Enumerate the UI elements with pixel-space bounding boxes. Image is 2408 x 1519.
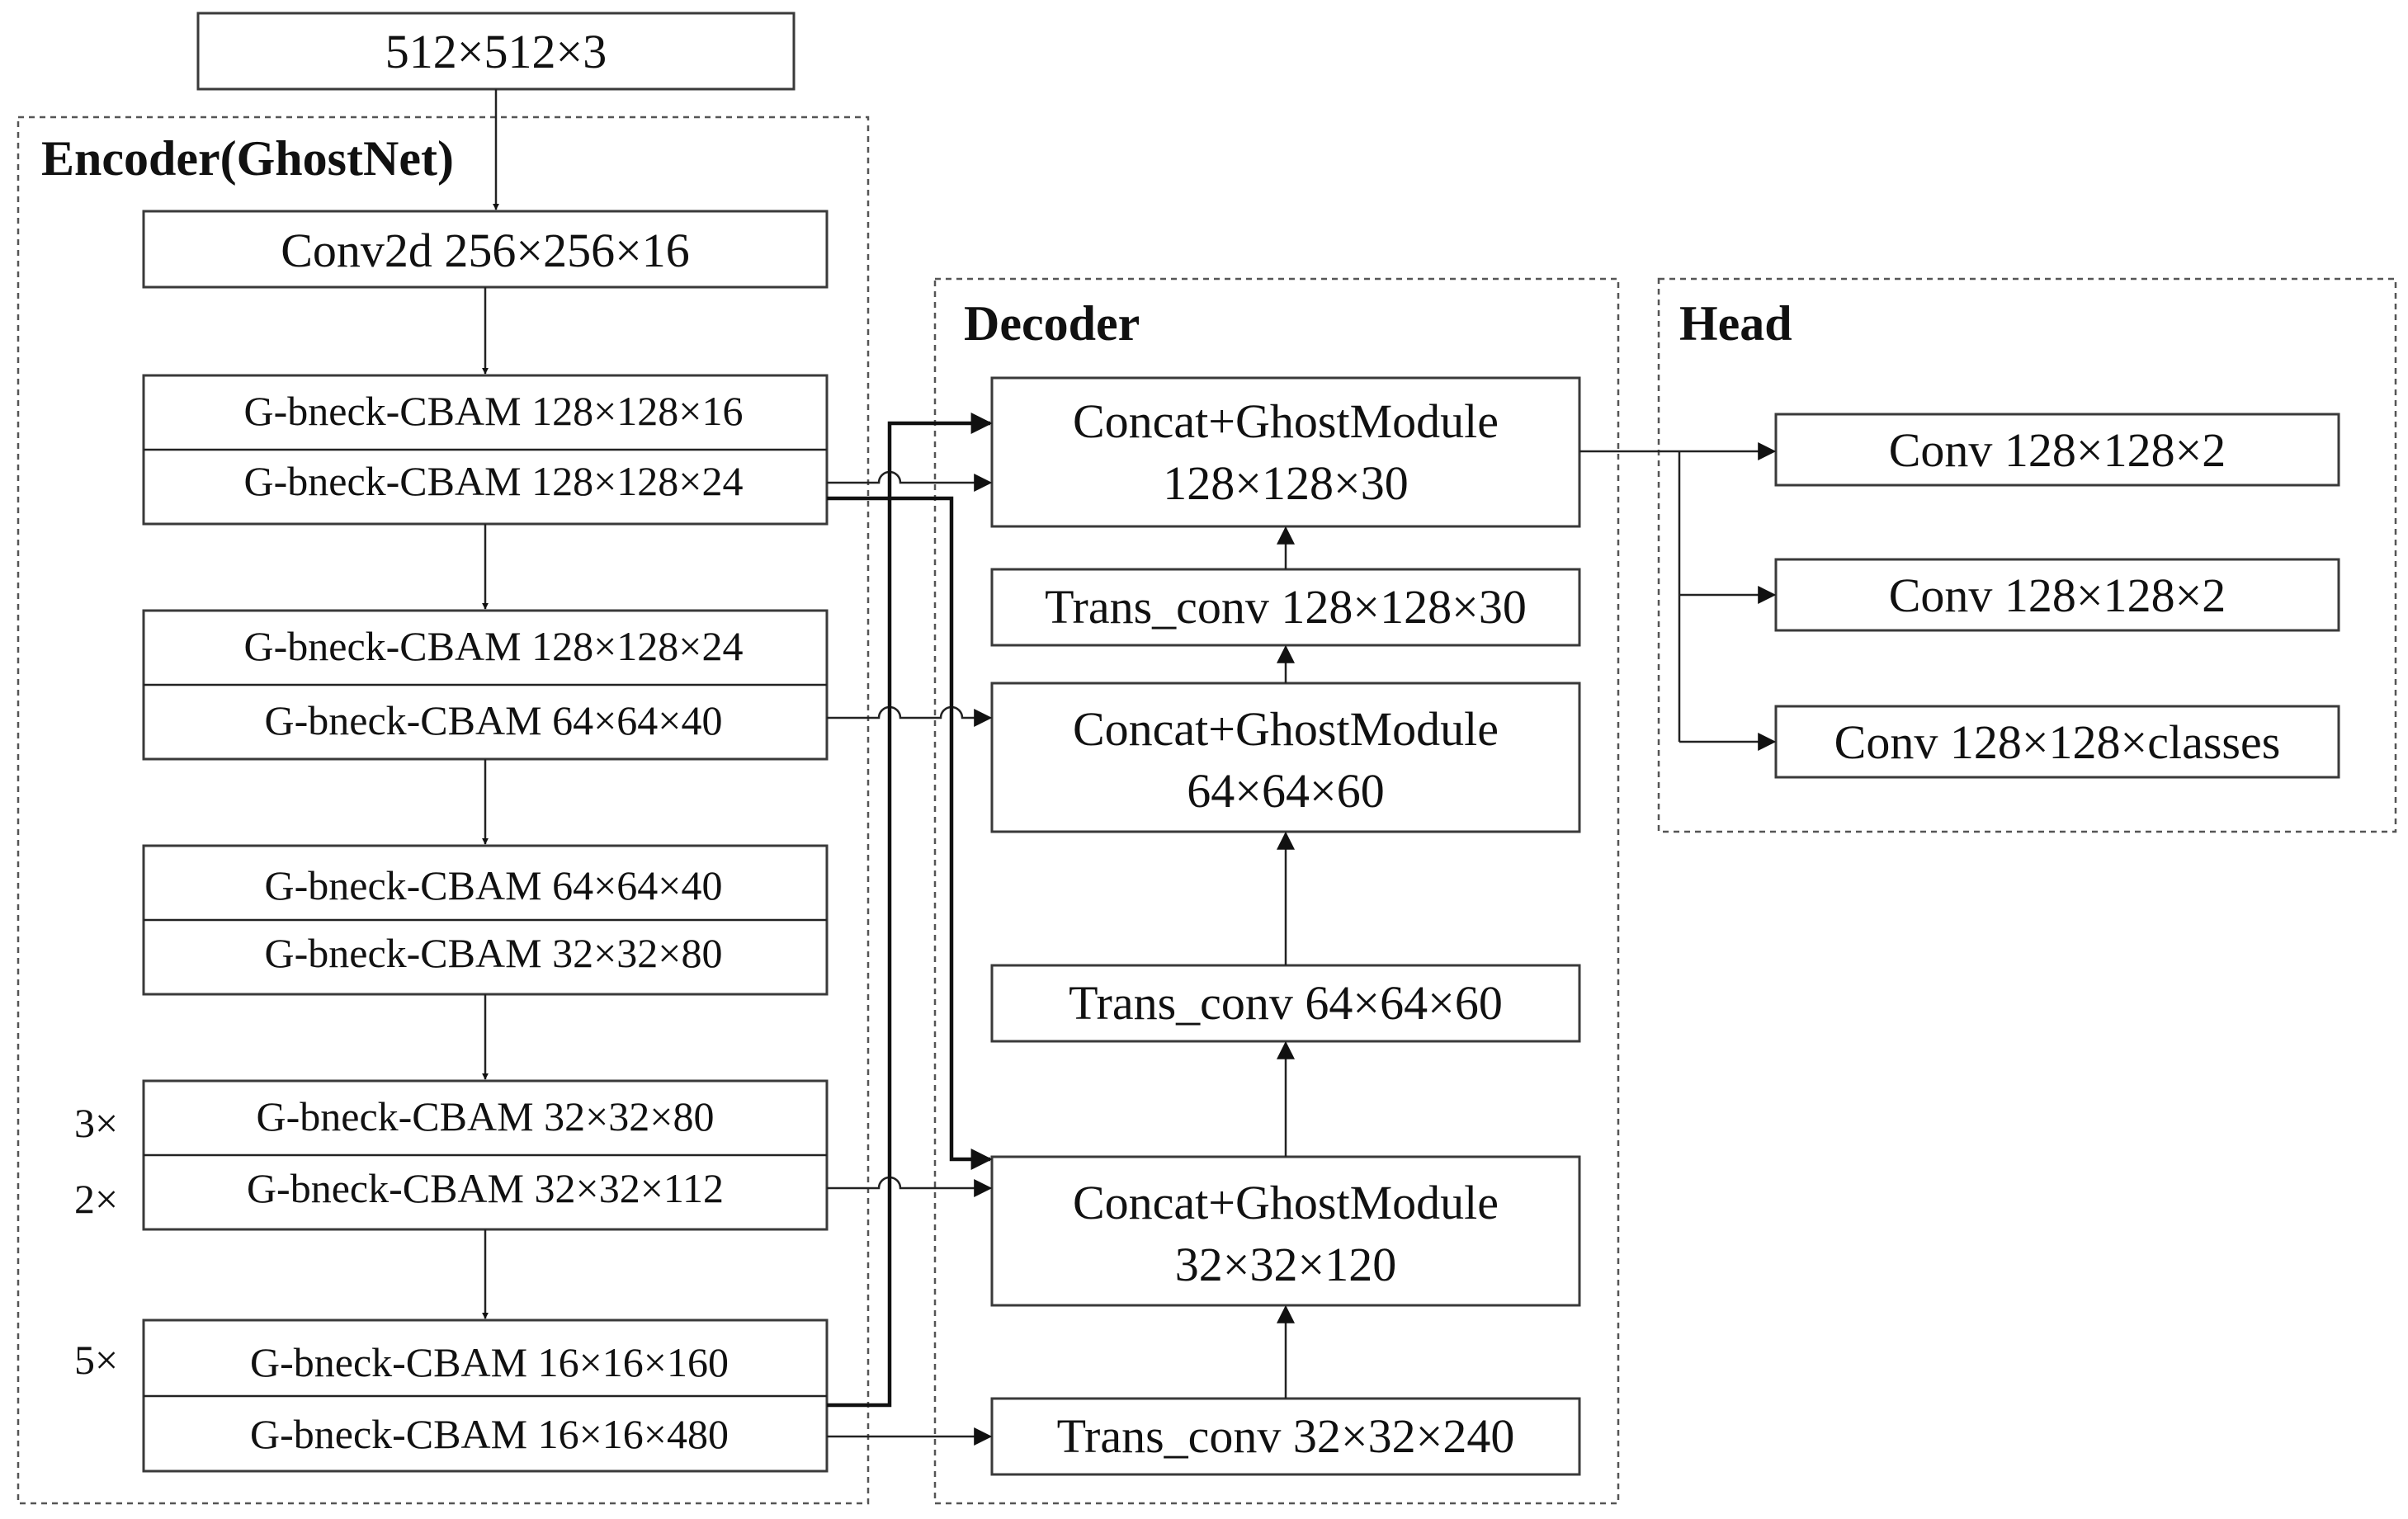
block5-repeat-top: 5× [74,1337,118,1383]
concat3-line1: Concat+GhostModule [1073,1176,1499,1229]
input-label: 512×512×3 [385,25,607,78]
block4-repeat-top: 3× [74,1100,118,1146]
input-box [196,12,796,91]
concat2-line1: Concat+GhostModule [1073,702,1499,756]
encoder-title: Encoder(GhostNet) [41,131,454,186]
trans-conv-box-3 [990,1397,1581,1476]
concat-ghost-box-1 [990,376,1581,528]
skip-block4-to-concat3 [827,1176,993,1197]
head-output-3: Conv 128×128×classes [1834,715,2281,769]
block4-row2: G-bneck-CBAM 32×32×112 [247,1165,724,1211]
concat3-line2: 32×32×120 [1175,1238,1396,1291]
block3-row2: G-bneck-CBAM 32×32×80 [265,930,723,976]
trans1-label: Trans_conv 128×128×30 [1045,580,1527,634]
conv2d-box [142,210,829,289]
block4-row1: G-bneck-CBAM 32×32×80 [257,1093,715,1139]
conv2d-label: Conv2d 256×256×16 [281,224,690,277]
block5-row1: G-bneck-CBAM 16×16×160 [250,1339,729,1385]
decoder-title: Decoder [964,296,1140,351]
block5-row2: G-bneck-CBAM 16×16×480 [250,1411,729,1457]
concat1-line2: 128×128×30 [1163,456,1408,510]
bold-skip-block1-to-concat3 [827,496,993,1170]
head-output-1: Conv 128×128×2 [1889,423,2226,477]
bold-skip-block5-to-concat1 [827,413,993,1408]
head-conv-box-3 [1774,705,2340,779]
block2-row1: G-bneck-CBAM 128×128×24 [244,623,744,669]
concat2-line2: 64×64×60 [1187,764,1384,818]
block1-row1: G-bneck-CBAM 128×128×16 [244,388,744,434]
skip-block1-to-concat1 [827,470,993,492]
skip-block2-to-concat2 [827,705,993,727]
trans2-label: Trans_conv 64×64×60 [1069,976,1503,1030]
block1-row2: G-bneck-CBAM 128×128×24 [244,458,744,504]
head-group [1657,277,2397,833]
head-conv-box-2 [1774,558,2340,632]
trans-conv-box-2 [990,964,1581,1043]
concat1-line1: Concat+GhostModule [1073,394,1499,448]
encoder-group [17,116,870,1505]
head-conv-box-1 [1774,413,2340,487]
concat-ghost-box-2 [990,682,1581,833]
block3-row1: G-bneck-CBAM 64×64×40 [265,862,723,908]
block4-repeat-bottom: 2× [74,1176,118,1222]
head-title: Head [1679,296,1792,351]
block2-row2: G-bneck-CBAM 64×64×40 [265,697,723,743]
head-output-2: Conv 128×128×2 [1889,568,2226,622]
trans3-label: Trans_conv 32×32×240 [1057,1409,1515,1463]
concat-ghost-box-3 [990,1155,1581,1307]
